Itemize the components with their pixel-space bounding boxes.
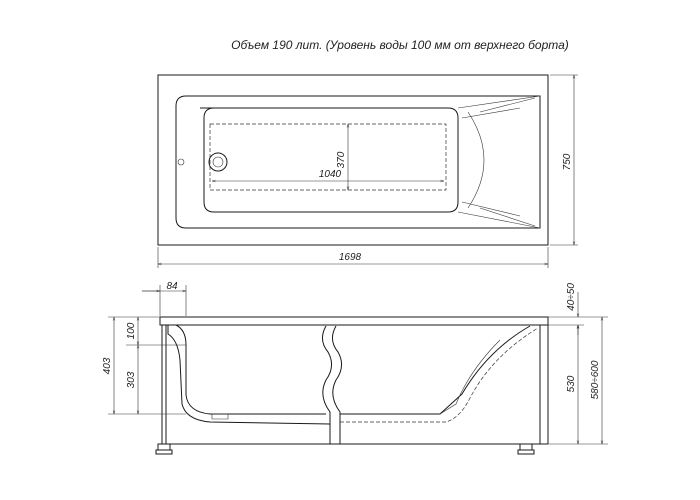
dim-width: 750 — [562, 153, 573, 170]
tub-outer-rim — [157, 74, 549, 246]
dim-length: 1698 — [339, 252, 362, 263]
backrest-slope — [457, 95, 541, 229]
leg-left — [155, 325, 173, 455]
overflow-icon — [177, 158, 185, 166]
side-backrest — [340, 325, 531, 415]
dim-height-range: 580÷600 — [590, 360, 601, 399]
tub-bottom-outline — [200, 107, 459, 213]
top-view: 1040 370 1698 750 — [157, 74, 578, 268]
side-backrest-dashed — [340, 327, 539, 423]
bottom-dashed-contour — [209, 123, 447, 191]
drain-icon — [208, 152, 228, 172]
dim-inner-width: 370 — [336, 151, 347, 168]
dim-inner-length: 1040 — [319, 169, 342, 180]
side-bowl-outer-left — [167, 325, 331, 425]
side-bowl-left — [175, 324, 326, 415]
side-drain — [211, 413, 229, 420]
break-line — [322, 325, 332, 444]
backrest-slope-inner — [461, 107, 521, 217]
dim-rim-width: 84 — [166, 281, 178, 292]
dim-height-530: 530 — [566, 375, 577, 392]
dim-inner-depth: 303 — [126, 371, 137, 388]
side-view: 84 403 100 303 40÷50 530 580÷600 — [102, 281, 608, 455]
tub-bowl-outline — [175, 95, 541, 229]
dim-rim-depth: 100 — [126, 322, 137, 339]
side-rim — [159, 316, 549, 326]
dim-rim-thickness: 40÷50 — [566, 283, 577, 311]
dim-total-height: 403 — [102, 357, 113, 374]
drawing-title: Объем 190 лит. (Уровень воды 100 мм от в… — [231, 38, 569, 52]
leg-right — [517, 443, 535, 455]
